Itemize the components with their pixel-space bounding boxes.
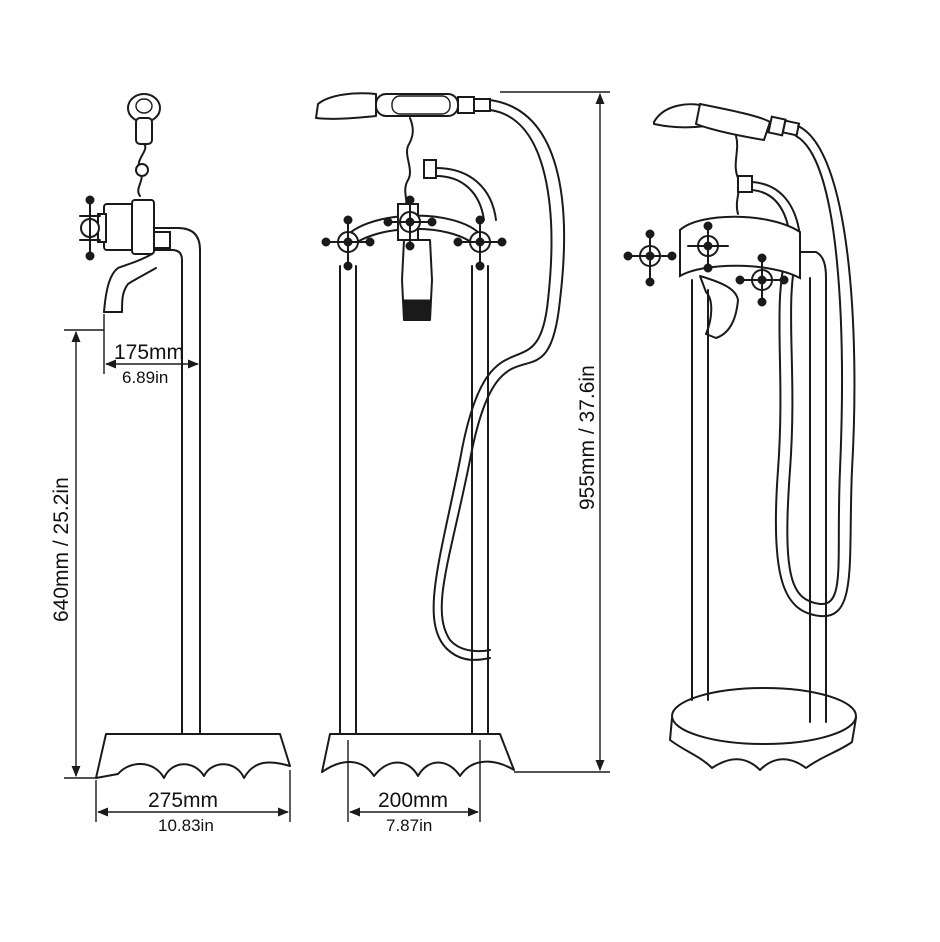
front-hand-shower: [315, 92, 491, 207]
leg-spacing-mm-label: 200mm: [378, 789, 448, 812]
persp-left-cross-handle: [623, 229, 677, 287]
persp-right-cross-handle: [735, 253, 789, 307]
side-view-faucet: [79, 93, 291, 779]
side-pipe: [181, 261, 201, 735]
front-legs: [339, 265, 489, 735]
leg-spacing-in-label: 7.87in: [386, 816, 432, 835]
side-cross-handle: [79, 195, 101, 261]
side-valve-body: [79, 195, 201, 263]
total-height-label: 955mm / 37.6in: [576, 365, 599, 510]
persp-hose: [774, 125, 856, 618]
perspective-view-faucet: [623, 102, 857, 771]
dim-spout-reach: 175mm 6.89in: [103, 314, 201, 387]
base-width-mm-label: 275mm: [148, 789, 218, 812]
base-width-in-label: 10.83in: [158, 816, 214, 835]
spout-height-label: 640mm / 25.2in: [50, 477, 73, 622]
dim-total-height: 955mm / 37.6in: [500, 91, 610, 773]
front-diverter-pipe: [423, 159, 497, 221]
front-left-cross-handle: [321, 215, 375, 271]
front-base: [321, 733, 515, 777]
persp-legs: [691, 277, 827, 723]
spout-reach-in-label: 6.89in: [122, 368, 168, 387]
front-right-cross-handle: [453, 215, 507, 271]
persp-center-cross-handle: [687, 221, 729, 273]
side-base: [95, 733, 291, 779]
front-view-faucet: [315, 92, 566, 777]
side-spout: [103, 253, 157, 313]
persp-hand-shower: [653, 102, 801, 215]
persp-base: [669, 687, 857, 771]
dim-base-width: 275mm 10.83in: [95, 770, 291, 835]
dim-spout-height: 640mm / 25.2in: [50, 329, 104, 779]
dim-leg-spacing: 200mm 7.87in: [347, 740, 481, 835]
front-hose: [432, 99, 566, 661]
front-center-valve: [383, 195, 437, 321]
spout-reach-mm-label: 175mm: [114, 341, 184, 364]
side-hand-shower: [127, 93, 161, 197]
